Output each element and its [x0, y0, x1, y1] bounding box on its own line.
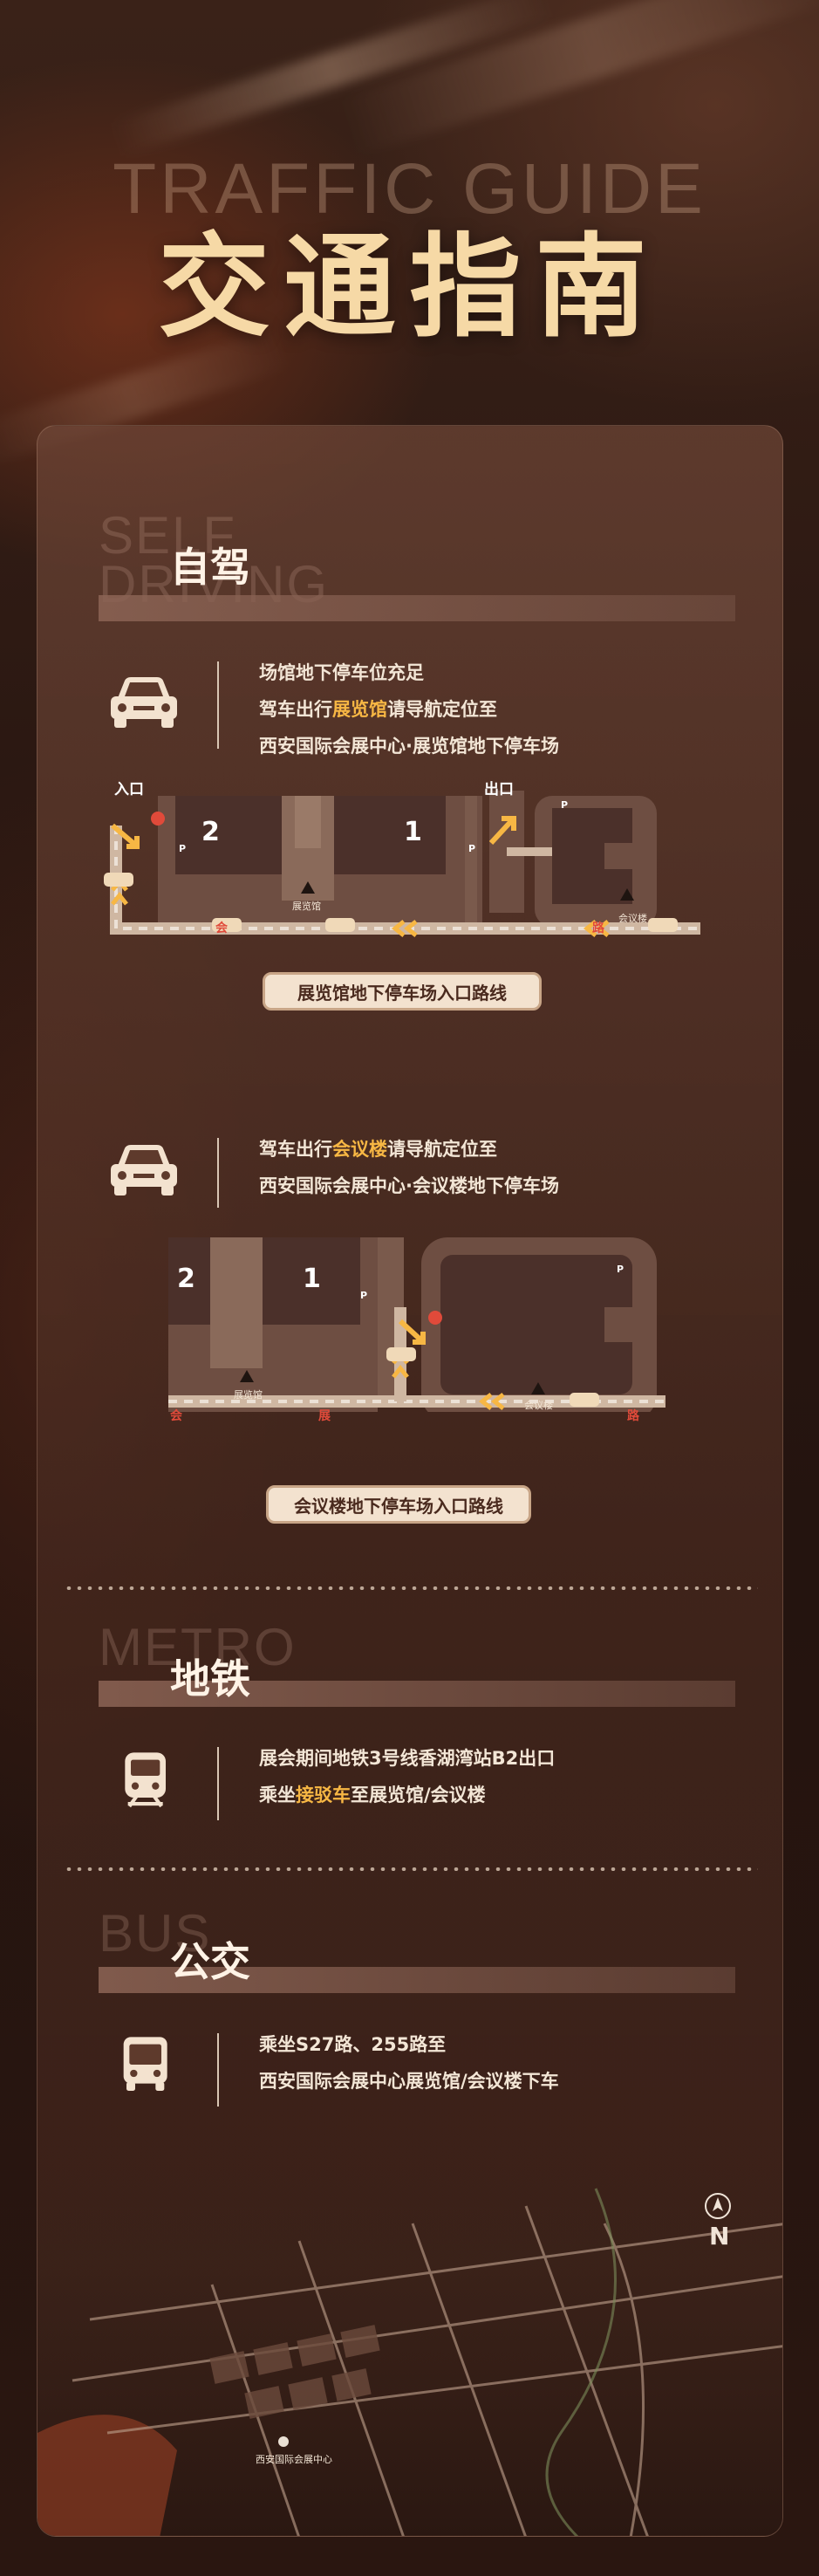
- text-line: 西安国际会展中心·展览馆地下停车场: [259, 736, 559, 757]
- map-label-entrance: 入口: [114, 781, 144, 798]
- drive-text: 驾车出行会议楼请导航定位至 西安国际会展中心·会议楼地下停车场: [259, 1131, 559, 1204]
- text-span: 请导航定位至: [387, 1139, 497, 1160]
- text-span: 驾车出行: [259, 699, 332, 720]
- text-line: 驾车出行展览馆请导航定位至: [259, 691, 559, 728]
- route-label-exhibition: 展览馆地下停车场入口路线: [263, 972, 542, 1011]
- text-line: 西安国际会展中心·会议楼地下停车场: [259, 1175, 559, 1196]
- section-en-label: BUS: [99, 1904, 212, 1963]
- text-line: 乘坐S27路、255路至: [259, 2034, 447, 2055]
- section-en-label: METRO: [99, 1618, 297, 1676]
- text-span: 请导航定位至: [387, 699, 497, 720]
- map-location-label: 西安国际会展中心: [256, 2454, 332, 2465]
- text-line: 乘坐接驳车至展览馆/会议楼: [259, 1777, 555, 1813]
- map-label-exhibition: 展览馆: [234, 1389, 263, 1401]
- section-title: 公交: [170, 1938, 250, 1985]
- text-line: 西安国际会展中心展览馆/会议楼下车: [259, 2071, 559, 2092]
- text-line: 场馆地下停车位充足: [259, 662, 424, 683]
- map-hall-2: 2: [177, 1264, 195, 1294]
- parking-icon: P: [179, 843, 187, 854]
- route-map-exhibition: [104, 791, 700, 937]
- parking-icon: P: [617, 1264, 624, 1275]
- map-road-zhan: 展: [318, 1409, 331, 1423]
- north-indicator: N: [709, 2222, 730, 2251]
- page-title: 交通指南: [158, 223, 661, 353]
- parking-icon: P: [468, 843, 476, 854]
- bus-text: 乘坐S27路、255路至 西安国际会展中心展览馆/会议楼下车: [259, 2026, 559, 2100]
- map-hall-1: 1: [404, 817, 422, 847]
- highlight-text: 展览馆: [332, 699, 387, 720]
- map-road-hui: 会: [170, 1409, 182, 1423]
- map-hall-2: 2: [201, 817, 220, 847]
- highlight-text: 接驳车: [296, 1785, 351, 1805]
- text-span: 乘坐: [259, 1785, 296, 1805]
- section-bar: [99, 595, 735, 621]
- dotted-divider: [64, 1867, 758, 1871]
- map-road-lu: 路: [627, 1409, 639, 1423]
- route-map-conference: [168, 1237, 665, 1412]
- highlight-text: 会议楼: [332, 1139, 387, 1160]
- bus-icon: [123, 2037, 167, 2091]
- metro-text: 展会期间地铁3号线香湖湾站B2出口 乘坐接驳车至展览馆/会议楼: [259, 1740, 555, 1813]
- text-span: 至展览馆/会议楼: [351, 1785, 486, 1805]
- metro-train-icon: [125, 1752, 166, 1808]
- section-bar: [99, 1681, 735, 1707]
- drive-info-exhibition: 场馆地下停车位充足 驾车出行展览馆请导航定位至 西安国际会展中心·展览馆地下停车…: [107, 654, 718, 768]
- map-label-conference: 会议楼: [524, 1400, 553, 1411]
- text-span: 驾车出行: [259, 1139, 332, 1160]
- section-self-driving: SELF DRIVING 自驾: [99, 510, 735, 627]
- car-icon: [111, 677, 177, 728]
- divider: [217, 2033, 219, 2107]
- divider: [217, 661, 219, 749]
- drive-info-conference: 驾车出行会议楼请导航定位至 西安国际会展中心·会议楼地下停车场: [107, 1131, 718, 1218]
- map-label-conference: 会议楼: [618, 913, 647, 924]
- map-label-exit: 出口: [484, 781, 514, 798]
- drive-text: 场馆地下停车位充足 驾车出行展览馆请导航定位至 西安国际会展中心·展览馆地下停车…: [259, 654, 559, 764]
- section-metro: METRO 地铁: [99, 1618, 735, 1719]
- text-line: 驾车出行会议楼请导航定位至: [259, 1131, 559, 1168]
- metro-info: 展会期间地铁3号线香湖湾站B2出口 乘坐接驳车至展览馆/会议楼: [107, 1740, 718, 1827]
- section-title: 自驾: [170, 544, 250, 591]
- title-english: TRAFFIC GUIDE: [113, 149, 706, 229]
- map-road-hui: 会: [215, 921, 228, 935]
- section-title: 地铁: [170, 1655, 250, 1702]
- route-label-conference: 会议楼地下停车场入口路线: [266, 1485, 531, 1524]
- map-hall-1: 1: [303, 1264, 321, 1294]
- section-bar: [99, 1967, 735, 1993]
- parking-icon: P: [360, 1290, 368, 1301]
- decor-streak: [334, 0, 819, 158]
- parking-icon: P: [561, 799, 569, 811]
- section-bus: BUS 公交: [99, 1904, 735, 2005]
- car-icon: [111, 1145, 177, 1196]
- map-label-exhibition: 展览馆: [292, 901, 321, 912]
- text-line: 展会期间地铁3号线香湖湾站B2出口: [259, 1748, 556, 1769]
- divider: [217, 1747, 219, 1820]
- area-map: [38, 2171, 782, 2536]
- map-road-lu: 路: [592, 921, 604, 935]
- guide-card: SELF DRIVING 自驾 场馆地下停车位充足 驾车出行展览馆请导航定位至 …: [37, 425, 783, 2537]
- bus-info: 乘坐S27路、255路至 西安国际会展中心展览馆/会议楼下车: [107, 2026, 718, 2114]
- divider: [217, 1138, 219, 1208]
- dotted-divider: [64, 1586, 758, 1590]
